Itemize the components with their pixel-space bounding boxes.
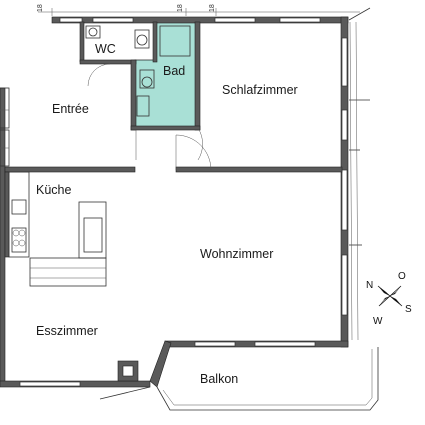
compass-east: O [398,271,406,282]
compass-rose: N O S W [366,271,412,327]
left-edge-fixtures [0,87,10,167]
room-label-wc: WC [95,42,116,56]
kitchen-counters [8,171,107,287]
wc-fixtures [85,25,150,49]
dim-top-right: 18 [209,4,216,12]
compass-west: W [373,316,383,327]
balcony-outline [99,347,379,411]
right-windows [341,7,371,341]
room-label-entree: Entrée [52,102,89,116]
compass-south: S [405,304,412,315]
room-label-wohnzimmer: Wohnzimmer [200,247,273,261]
top-windows [59,17,321,23]
room-label-balkon: Balkon [200,372,238,386]
room-label-esszimmer: Esszimmer [36,324,98,338]
room-label-bad: Bad [163,64,185,78]
bath-fixtures [136,25,191,117]
dimension-marks: 18 18 18 [37,4,360,16]
dim-top-mid: 18 [177,4,184,12]
bottom-windows [19,341,316,387]
room-label-kueche: Küche [36,183,71,197]
chimney [117,360,139,382]
compass-north: N [366,280,373,291]
dim-top-left: 18 [37,4,44,12]
door-swings [87,63,212,171]
room-label-schlafzimmer: Schlafzimmer [222,83,298,97]
